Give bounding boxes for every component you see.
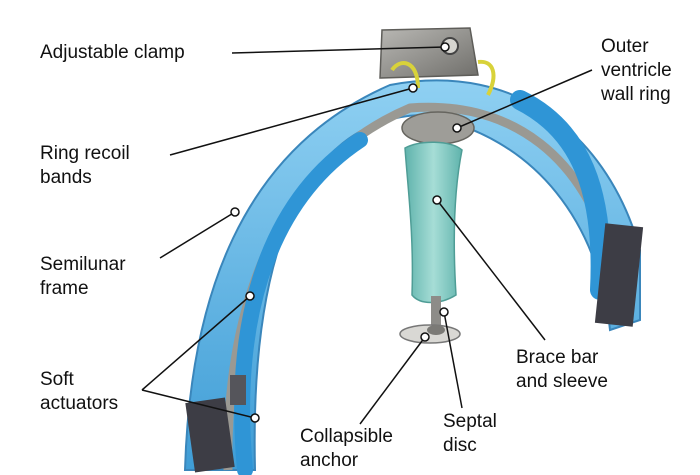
label-brace-bar-and-sleeve: Brace bar and sleeve <box>516 346 608 394</box>
septal-stem <box>431 296 441 326</box>
right-actuator-tube <box>510 90 611 300</box>
clamp-block <box>379 27 479 79</box>
label-semilunar-line2: frame <box>40 278 89 299</box>
pointer-lines <box>141 46 593 425</box>
label-outer-ventricle-wall-ring: Outer ventricle wall ring <box>601 35 672 107</box>
soft-actuator-tube <box>234 132 368 475</box>
left-mesh-end <box>185 397 235 473</box>
label-septal-line1: Septal <box>443 411 497 432</box>
label-soft-actuators-line1: Soft <box>40 369 74 390</box>
label-ring-recoil-line1: Ring recoil <box>40 143 130 164</box>
label-ring-recoil-line2: bands <box>40 167 92 188</box>
outer-ring-hub <box>401 111 475 145</box>
label-soft-actuators: Soft actuators <box>40 368 118 416</box>
label-adjustable-clamp: Adjustable clamp <box>40 41 185 65</box>
label-brace-line1: Brace bar <box>516 347 599 368</box>
label-anchor-line1: Collapsible <box>300 426 393 447</box>
label-semilunar-frame: Semilunar frame <box>40 253 126 301</box>
label-ring-recoil-bands: Ring recoil bands <box>40 142 130 190</box>
label-outer-line2: ventricle <box>601 60 672 81</box>
label-brace-line2: and sleeve <box>516 371 608 392</box>
label-septal-line2: disc <box>443 435 477 456</box>
label-outer-line1: Outer <box>601 36 649 57</box>
label-septal-disc: Septal disc <box>443 410 497 458</box>
collapsible-anchor-disc <box>399 324 461 344</box>
recoil-band-right <box>477 59 496 96</box>
brace-sleeve <box>404 141 463 304</box>
label-outer-line3: wall ring <box>601 84 671 105</box>
label-anchor-line2: anchor <box>300 450 359 471</box>
label-soft-actuators-line2: actuators <box>40 393 119 414</box>
pointer-dots <box>230 42 462 423</box>
actuator-bracket <box>230 375 246 405</box>
label-collapsible-anchor: Collapsible anchor <box>300 425 393 473</box>
label-semilunar-line1: Semilunar <box>40 254 126 275</box>
label-adjustable-clamp-text: Adjustable clamp <box>40 42 185 63</box>
septal-disc-core <box>427 325 445 335</box>
right-mesh-end <box>594 223 644 327</box>
recoil-band-left <box>390 61 420 89</box>
